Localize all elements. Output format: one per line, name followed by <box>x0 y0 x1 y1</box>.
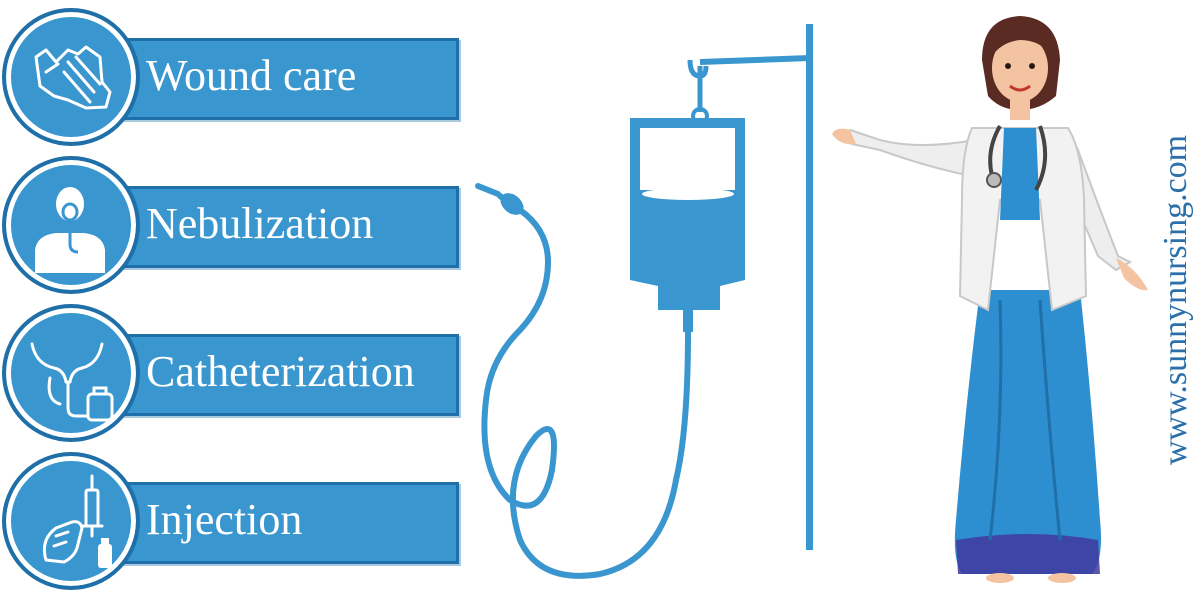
bandaged-foot-icon <box>2 8 140 146</box>
iv-stand-pole <box>687 24 813 550</box>
website-watermark-text: www.sunnynursing.com <box>1157 134 1194 466</box>
service-bar <box>108 38 459 120</box>
service-label: Nebulization <box>146 199 374 248</box>
nebulizer-mask-icon <box>2 156 140 294</box>
service-catheterization: Catheterization <box>0 300 460 450</box>
service-injection: Injection <box>0 448 460 598</box>
catheter-icon <box>2 304 140 442</box>
service-wound-care: Wound care <box>0 4 460 154</box>
service-label: Injection <box>146 495 303 544</box>
syringe-hand-icon <box>2 452 140 590</box>
service-bar <box>108 482 459 564</box>
service-bar <box>108 186 459 268</box>
service-nebulization: Nebulization <box>0 152 460 302</box>
service-label: Wound care <box>146 51 357 100</box>
website-watermark: www.sunnynursing.com <box>1156 70 1196 530</box>
service-bar <box>108 334 459 416</box>
iv-bag <box>630 118 745 332</box>
service-label: Catheterization <box>146 347 415 396</box>
nurse-illustration <box>832 16 1148 583</box>
iv-tube-connector <box>500 193 524 215</box>
